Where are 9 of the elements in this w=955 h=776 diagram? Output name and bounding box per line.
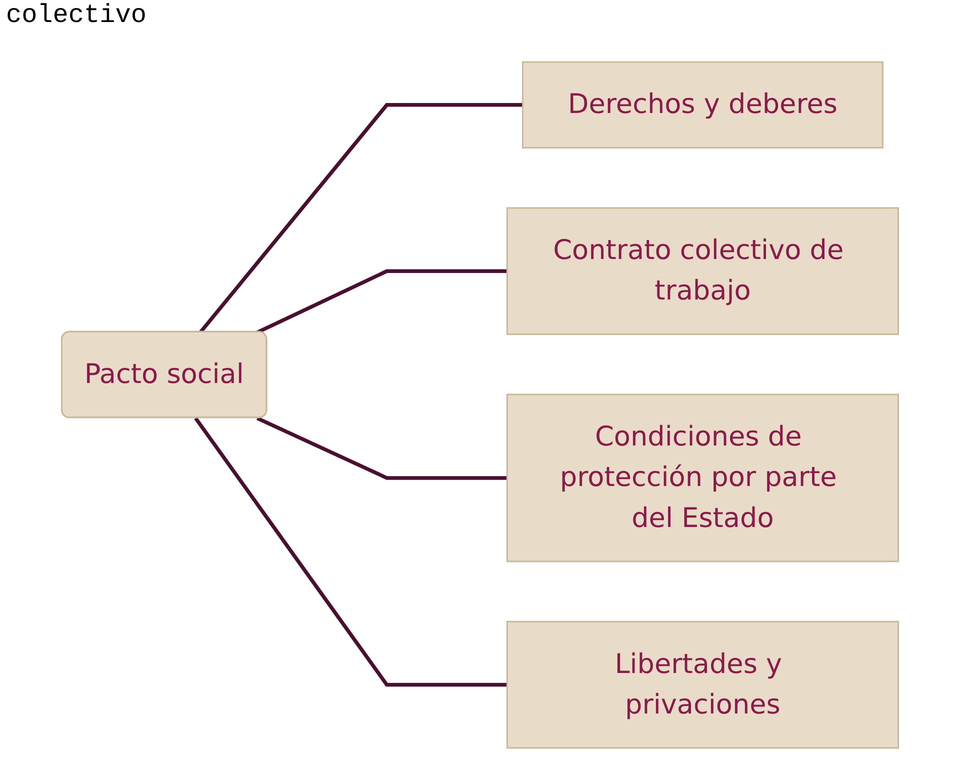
connector [256, 269, 508, 334]
node-box: Contrato colectivo de trabajo [506, 207, 899, 336]
connector [198, 103, 523, 334]
note-text: colectivo [6, 0, 146, 30]
node-box: Derechos y deberes [522, 61, 884, 149]
node-box: Libertades y privaciones [506, 620, 899, 749]
connector [194, 417, 508, 687]
connector [256, 416, 508, 480]
node-box: Condiciones de protección por parte del Estado [506, 394, 899, 562]
